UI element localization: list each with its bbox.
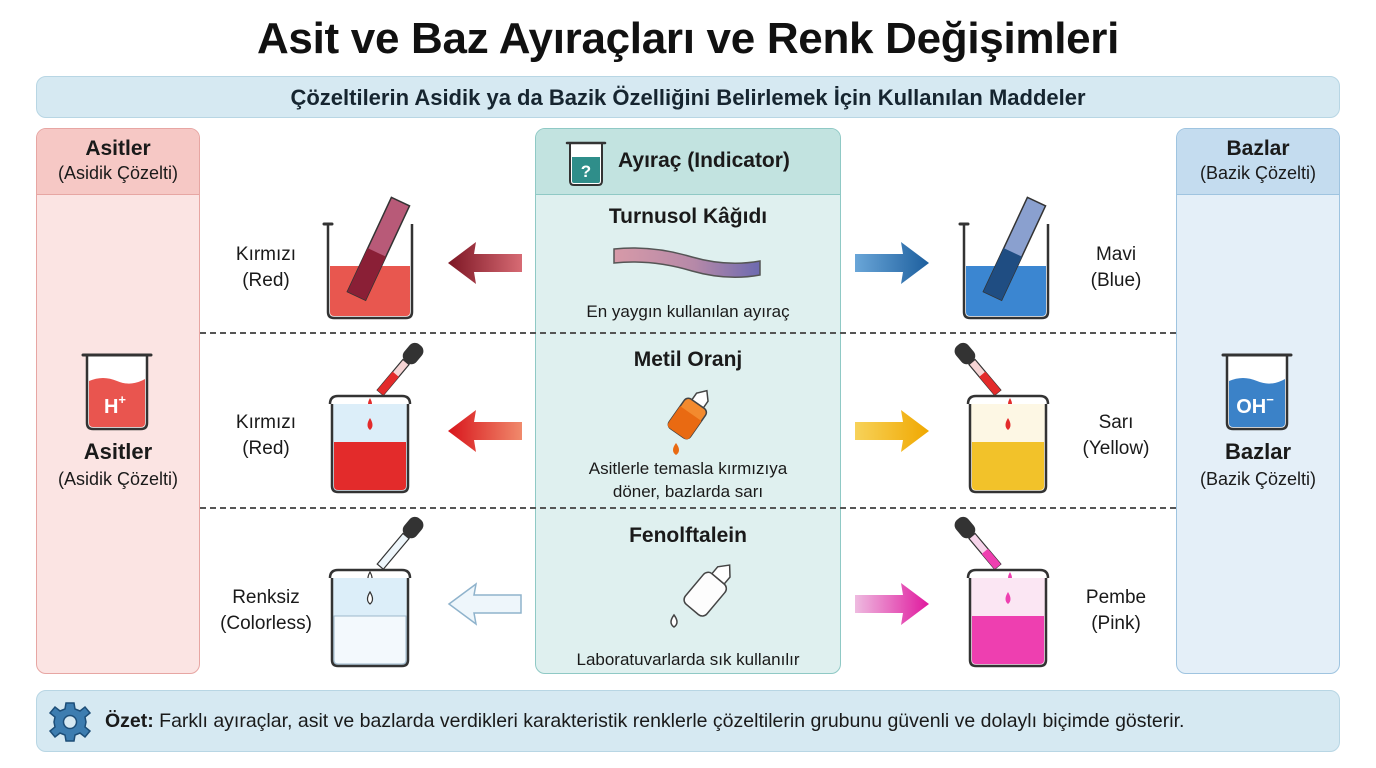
litmus-acid-beaker-icon — [322, 196, 414, 320]
phenol-bottle-icon — [670, 564, 731, 628]
phenol-acid-arrow-icon — [447, 582, 522, 626]
dropper-icon — [368, 342, 424, 408]
indicator-desc-phenol-line: Laboratuvarlarda sık kullanılır — [576, 650, 800, 669]
phenol-acid-color-label: Renksiz (Colorless) — [196, 585, 336, 637]
base-panel-header: Bazlar (Bazik Çözelti) — [1177, 129, 1339, 195]
phenol-base-color-label: Pembe (Pink) — [1046, 585, 1186, 637]
litmus-base-color-en: (Blue) — [1090, 270, 1142, 291]
base-ion-sup: − — [1266, 392, 1274, 407]
litmus-acid-color-en: (Red) — [242, 270, 290, 291]
base-label-block: Bazlar (Bazik Çözelti) — [1177, 439, 1339, 490]
acid-ion-text: H — [104, 396, 118, 418]
acid-ion-sup: + — [118, 392, 126, 407]
base-ion-text: OH — [1236, 396, 1266, 418]
indicator-name-methyl: Metil Oranj — [633, 348, 743, 371]
acid-beaker-icon: H+ — [81, 353, 153, 431]
indicator-panel-title: Ayıraç (Indicator) — [618, 149, 790, 172]
base-label: Bazlar — [1224, 439, 1292, 464]
indicator-name-litmus: Turnusol Kâğıdı — [608, 205, 768, 228]
svg-text:OH−: OH− — [1236, 392, 1274, 418]
acid-label: Asitler — [83, 439, 153, 464]
base-label-subtitle: (Bazik Çözelti) — [1199, 469, 1317, 489]
dropper-bottle-icon — [667, 389, 709, 455]
summary-label: Özet: — [105, 710, 154, 732]
phenol-base-arrow-icon — [855, 583, 929, 625]
litmus-base-arrow-icon — [855, 242, 929, 284]
litmus-acid-color: Kırmızı — [235, 244, 297, 265]
summary-text: Özet: Farklı ayıraçlar, asit ve bazlarda… — [105, 691, 1184, 751]
methyl-base-arrow-icon — [855, 410, 929, 452]
base-header-title: Bazlar — [1226, 137, 1290, 160]
phenol-acid-beaker-icon — [328, 516, 424, 668]
acid-label-subtitle: (Asidik Çözelti) — [57, 469, 179, 489]
gear-icon — [49, 702, 91, 742]
indicator-desc-methyl-line2: döner, bazlarda sarı — [612, 482, 764, 501]
methyl-base-color-label: Sarı (Yellow) — [1046, 410, 1186, 462]
indicator-desc-litmus-line: En yaygın kullanılan ayıraç — [586, 302, 790, 321]
indicator-desc-methyl-line1: Asitlerle temasla kırmızıya — [588, 459, 788, 478]
phenol-base-color: Pembe — [1085, 587, 1147, 608]
summary-body: Farklı ayıraçlar, asit ve bazlarda verdi… — [153, 710, 1185, 732]
dropper-icon — [367, 516, 424, 583]
phenol-base-color-en: (Pink) — [1091, 613, 1141, 634]
indicator-panel-header: ? Ayıraç (Indicator) — [536, 129, 840, 195]
indicator-panel: ? Ayıraç (Indicator) Turnusol Kâğıdı En … — [535, 128, 841, 674]
acid-panel-header: Asitler (Asidik Çözelti) — [37, 129, 199, 195]
phenol-acid-color-en: (Colorless) — [220, 613, 312, 634]
methyl-base-color: Sarı — [1098, 412, 1134, 433]
phenol-base-beaker-icon — [954, 516, 1050, 668]
litmus-acid-arrow-icon — [448, 242, 522, 284]
methyl-acid-beaker-icon — [328, 342, 424, 494]
acid-panel: Asitler (Asidik Çözelti) H+ Asitler (Asi… — [36, 128, 200, 674]
dropper-icon — [954, 342, 1012, 408]
litmus-strip-icon — [613, 247, 761, 278]
row-divider-2 — [200, 507, 1176, 509]
base-beaker-icon: OH− — [1221, 353, 1293, 431]
methyl-acid-color: Kırmızı — [235, 412, 297, 433]
acid-header-subtitle: (Asidik Çözelti) — [57, 163, 179, 183]
methyl-base-color-en: (Yellow) — [1082, 438, 1150, 459]
litmus-base-beaker-icon — [958, 196, 1050, 320]
base-header-subtitle: (Bazik Çözelti) — [1199, 163, 1317, 183]
acid-header-title: Asitler — [85, 137, 151, 160]
row-divider-1 — [200, 332, 1176, 334]
acid-label-block: Asitler (Asidik Çözelti) — [37, 439, 199, 490]
page-title: Asit ve Baz Ayıraçları ve Renk Değişimle… — [256, 14, 1120, 63]
indicator-desc-litmus: En yaygın kullanılan ayıraç — [536, 300, 840, 323]
methyl-acid-color-label: Kırmızı (Red) — [196, 410, 336, 462]
methyl-acid-color-en: (Red) — [242, 438, 290, 459]
dropper-icon — [954, 516, 1012, 582]
phenol-acid-color: Renksiz — [232, 587, 300, 608]
indicator-name-phenol: Fenolftalein — [629, 524, 747, 547]
indicator-desc-methyl: Asitlerle temasla kırmızıya döner, bazla… — [536, 457, 840, 503]
litmus-base-color-label: Mavi (Blue) — [1046, 242, 1186, 294]
methyl-base-beaker-icon — [954, 342, 1050, 494]
methyl-acid-arrow-icon — [448, 410, 522, 452]
base-panel: Bazlar (Bazik Çözelti) OH− Bazlar (Bazik… — [1176, 128, 1340, 674]
litmus-base-color: Mavi — [1095, 244, 1137, 265]
page-subtitle: Çözeltilerin Asidik ya da Bazik Özelliği… — [36, 76, 1340, 118]
question-glyph: ? — [581, 162, 591, 181]
litmus-acid-color-label: Kırmızı (Red) — [196, 242, 336, 294]
svg-text:H+: H+ — [104, 392, 126, 418]
indicator-desc-phenol: Laboratuvarlarda sık kullanılır — [536, 648, 840, 671]
summary-bar: Özet: Farklı ayıraçlar, asit ve bazlarda… — [36, 690, 1340, 752]
question-beaker-icon: ? — [565, 141, 607, 186]
